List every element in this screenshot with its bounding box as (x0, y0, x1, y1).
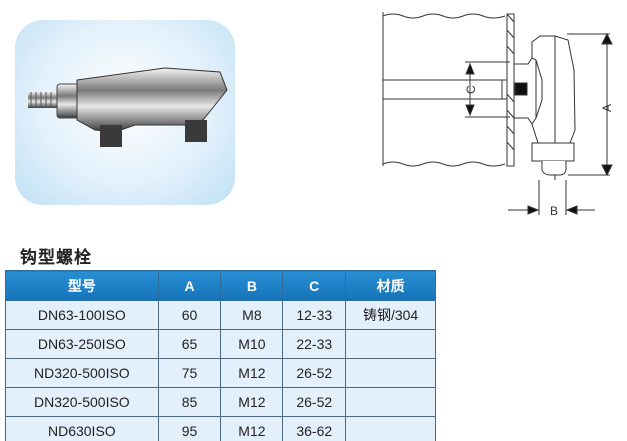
hook-bolt-image (28, 67, 228, 147)
header-model: 型号 (5, 270, 159, 301)
cell-c: 26-52 (282, 358, 347, 388)
dimension-label-b: B (550, 204, 558, 218)
cell-b: M12 (220, 387, 284, 417)
cell-a: 85 (157, 387, 222, 417)
cell-material (345, 329, 436, 359)
cell-b: M12 (220, 416, 284, 441)
cell-a: 95 (157, 416, 222, 441)
cell-b: M12 (220, 358, 284, 388)
cell-b: M8 (220, 300, 284, 330)
cell-model: DN63-250ISO (5, 329, 159, 359)
cell-material (345, 387, 436, 417)
cell-model: ND630ISO (5, 416, 159, 441)
cell-c: 22-33 (282, 329, 347, 359)
header-material: 材质 (345, 270, 436, 301)
cell-a: 60 (157, 300, 222, 330)
technical-diagram: A B C (382, 12, 614, 218)
cell-material (345, 358, 436, 388)
cell-material (345, 416, 436, 441)
cell-c: 12-33 (282, 300, 347, 330)
header-b: B (220, 270, 284, 301)
table-header-row: 型号 A B C 材质 (5, 270, 436, 301)
cell-material: 铸钢/304 (345, 300, 436, 330)
dimension-drawing: A B C (370, 0, 627, 220)
section-title: 钩型螺栓 (20, 248, 92, 267)
cell-model: ND320-500ISO (5, 358, 159, 388)
cell-a: 75 (157, 358, 222, 388)
cell-c: 36-62 (282, 416, 347, 441)
cell-model: DN63-100ISO (5, 300, 159, 330)
cell-c: 26-52 (282, 387, 347, 417)
header-c: C (282, 270, 347, 301)
cell-b: M10 (220, 329, 284, 359)
product-photo (15, 20, 235, 205)
cell-a: 65 (157, 329, 222, 359)
cell-model: DN320-500ISO (5, 387, 159, 417)
dimension-label-a: A (600, 104, 614, 112)
header-a: A (157, 270, 222, 301)
dimension-label-c: C (464, 85, 478, 94)
